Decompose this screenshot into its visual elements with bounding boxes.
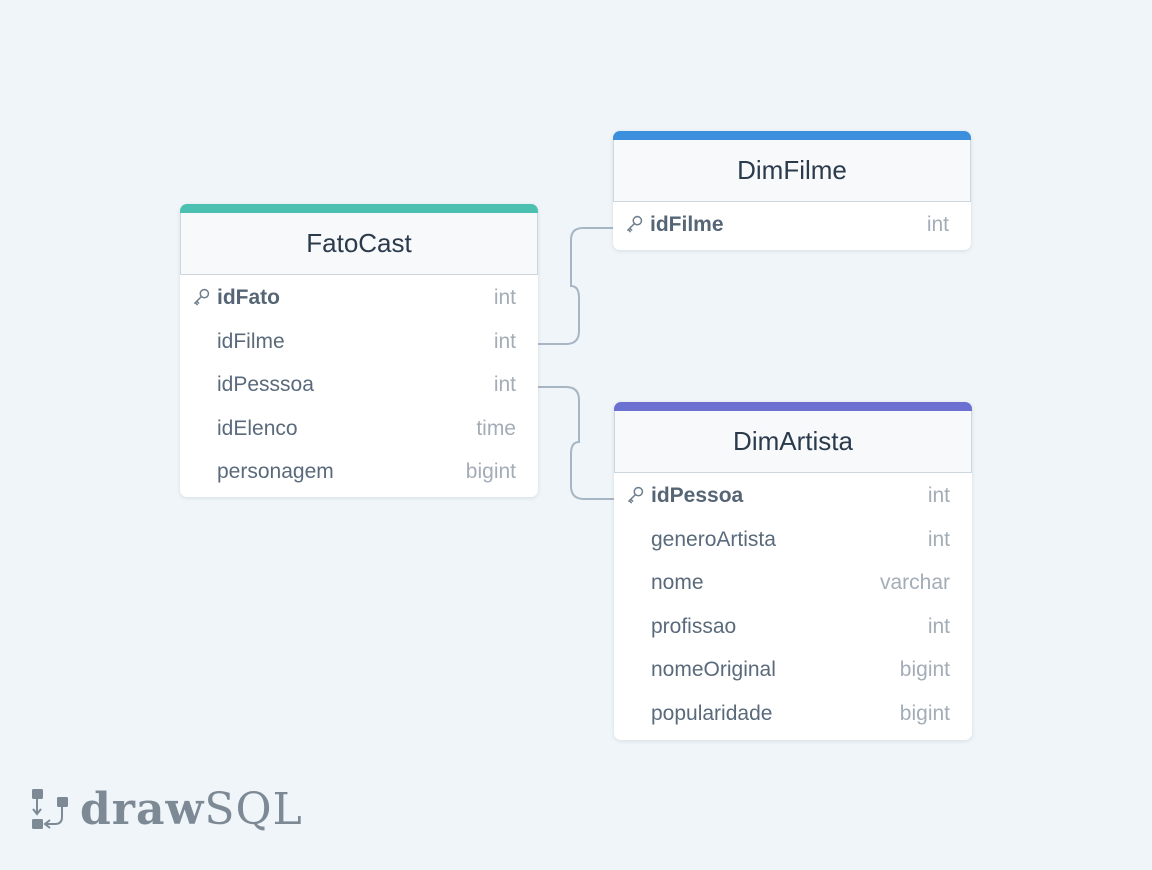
table-accent-bar [613, 131, 971, 140]
relation-fatocast-dimfilme[interactable] [538, 227, 613, 345]
table-accent-bar [180, 204, 538, 213]
logo-wordmark: drawSQL [80, 784, 303, 835]
column-type: int [927, 614, 950, 638]
column-type: bigint [465, 460, 516, 483]
table-accent-bar [614, 402, 972, 411]
column-row-popularidade[interactable]: popularidade bigint [614, 691, 972, 735]
column-row-personagem[interactable]: personagem bigint [180, 449, 538, 493]
column-row-idfato[interactable]: idFato int [180, 275, 538, 319]
column-row-nomeoriginal[interactable]: nomeOriginal bigint [614, 647, 972, 691]
column-type: int [926, 213, 949, 236]
key-icon [626, 485, 645, 504]
column-name: personagem [217, 460, 334, 483]
drawsql-logo[interactable]: drawSQL [30, 784, 303, 835]
column-name: generoArtista [651, 527, 776, 551]
relation-fatocast-dimartista[interactable] [538, 386, 614, 500]
column-type: int [927, 484, 950, 507]
column-name: idElenco [217, 416, 298, 440]
column-type: bigint [899, 658, 950, 681]
column-type: int [493, 373, 516, 396]
column-row-generoartista[interactable]: generoArtista int [614, 517, 972, 561]
column-row-idfilme[interactable]: idFilme int [180, 319, 538, 363]
column-type: int [493, 286, 516, 309]
column-name: idFato [217, 286, 280, 309]
logo-word-sql: SQL [204, 783, 303, 835]
column-name: nomeOriginal [651, 658, 776, 681]
table-dimfilme[interactable]: DimFilme idFilme int [613, 131, 971, 250]
table-fatocast[interactable]: FatoCast idFato int idFilme int idPesssoa int… [180, 204, 538, 497]
column-row-nome[interactable]: nome varchar [614, 560, 972, 604]
key-icon [192, 287, 211, 306]
column-name: idFilme [217, 329, 285, 353]
column-row-idpessoa[interactable]: idPessoa int [614, 473, 972, 517]
column-row-idelenco[interactable]: idElenco time [180, 406, 538, 450]
column-type: varchar [879, 571, 950, 594]
column-name: idPessoa [651, 484, 744, 507]
column-name: idPesssoa [217, 373, 314, 396]
column-type: int [493, 329, 516, 353]
column-name: profissao [651, 614, 737, 638]
column-row-idfilme[interactable]: idFilme int [613, 202, 971, 246]
key-icon [625, 214, 644, 233]
column-type: bigint [899, 701, 950, 725]
table-title[interactable]: DimArtista [614, 411, 972, 473]
column-row-profissao[interactable]: profissao int [614, 604, 972, 648]
column-name: nome [651, 571, 704, 594]
column-name: idFilme [650, 213, 724, 236]
table-title[interactable]: DimFilme [613, 140, 971, 202]
column-type: time [476, 416, 516, 440]
logo-word-draw: draw [80, 783, 205, 835]
table-dimartista[interactable]: DimArtista idPessoa int generoArtista int no… [614, 402, 972, 740]
column-type: int [927, 527, 950, 551]
table-title[interactable]: FatoCast [180, 213, 538, 275]
column-row-idpesssoa[interactable]: idPesssoa int [180, 362, 538, 406]
column-name: popularidade [651, 701, 773, 725]
drawsql-logo-icon [32, 789, 68, 829]
